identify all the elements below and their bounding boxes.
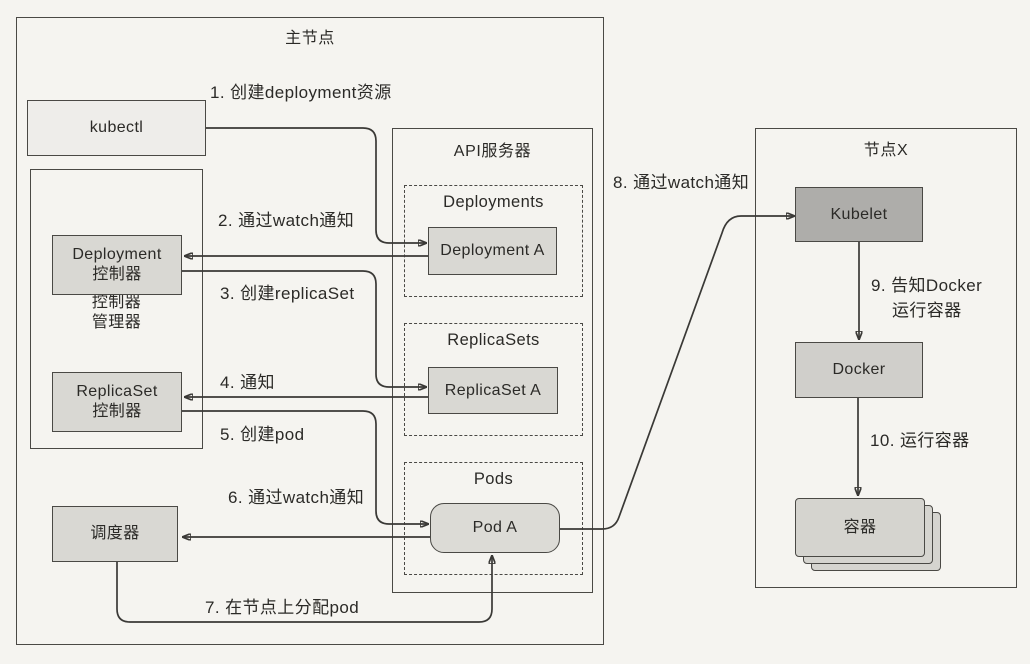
kubelet-label: Kubelet: [830, 205, 888, 223]
step-7-label: 7. 在节点上分配pod: [205, 598, 360, 617]
step-9-line2: 运行容器: [892, 301, 962, 320]
replicaset-a-label: ReplicaSet A: [444, 381, 542, 399]
master-node-title: 主节点: [285, 30, 335, 47]
deployments-group-label: Deployments: [443, 193, 544, 211]
deployment-a-label: Deployment A: [440, 242, 545, 259]
step-9-label: 9. 告知Docker 运行容器: [871, 271, 982, 321]
docker-label: Docker: [832, 361, 886, 378]
deployment-controller-box: Deployment 控制器: [52, 235, 182, 295]
controller-manager-title-line1: 控制器: [91, 293, 142, 311]
replicasets-group-label: ReplicaSets: [447, 331, 540, 349]
pod-a-box: Pod A: [430, 503, 560, 553]
deployment-controller-line1: Deployment: [72, 246, 162, 263]
container-box: 容器: [795, 498, 925, 557]
api-server-title: API服务器: [453, 143, 532, 160]
node-x-title: 节点X: [863, 142, 909, 159]
step-5-label: 5. 创建pod: [220, 425, 305, 444]
step-8-label: 8. 通过watch通知: [613, 173, 750, 192]
deployment-a-box: Deployment A: [428, 227, 557, 275]
replicaset-controller-line1: ReplicaSet: [76, 383, 158, 400]
pods-group-label: Pods: [473, 470, 514, 488]
controller-manager-title-line2: 管理器: [91, 313, 142, 331]
pod-a-label: Pod A: [472, 519, 518, 536]
step-3-label: 3. 创建replicaSet: [220, 284, 355, 303]
replicaset-a-box: ReplicaSet A: [428, 367, 558, 414]
docker-box: Docker: [795, 342, 923, 398]
kubectl-label: kubectl: [89, 119, 144, 136]
scheduler-label: 调度器: [90, 525, 140, 542]
step-10-label: 10. 运行容器: [870, 431, 970, 450]
container-label: 容器: [843, 518, 877, 536]
step-2-label: 2. 通过watch通知: [218, 211, 355, 230]
kubelet-box: Kubelet: [795, 187, 923, 242]
step-9-line1: 9. 告知Docker: [871, 276, 983, 295]
replicaset-controller-line2: 控制器: [92, 403, 142, 420]
step-1-label: 1. 创建deployment资源: [210, 83, 392, 102]
step-4-label: 4. 通知: [220, 373, 275, 392]
replicaset-controller-box: ReplicaSet 控制器: [52, 372, 182, 432]
step-6-label: 6. 通过watch通知: [228, 488, 365, 507]
kubectl-box: kubectl: [27, 100, 206, 156]
deployment-controller-line2: 控制器: [92, 266, 142, 283]
scheduler-box: 调度器: [52, 506, 178, 562]
